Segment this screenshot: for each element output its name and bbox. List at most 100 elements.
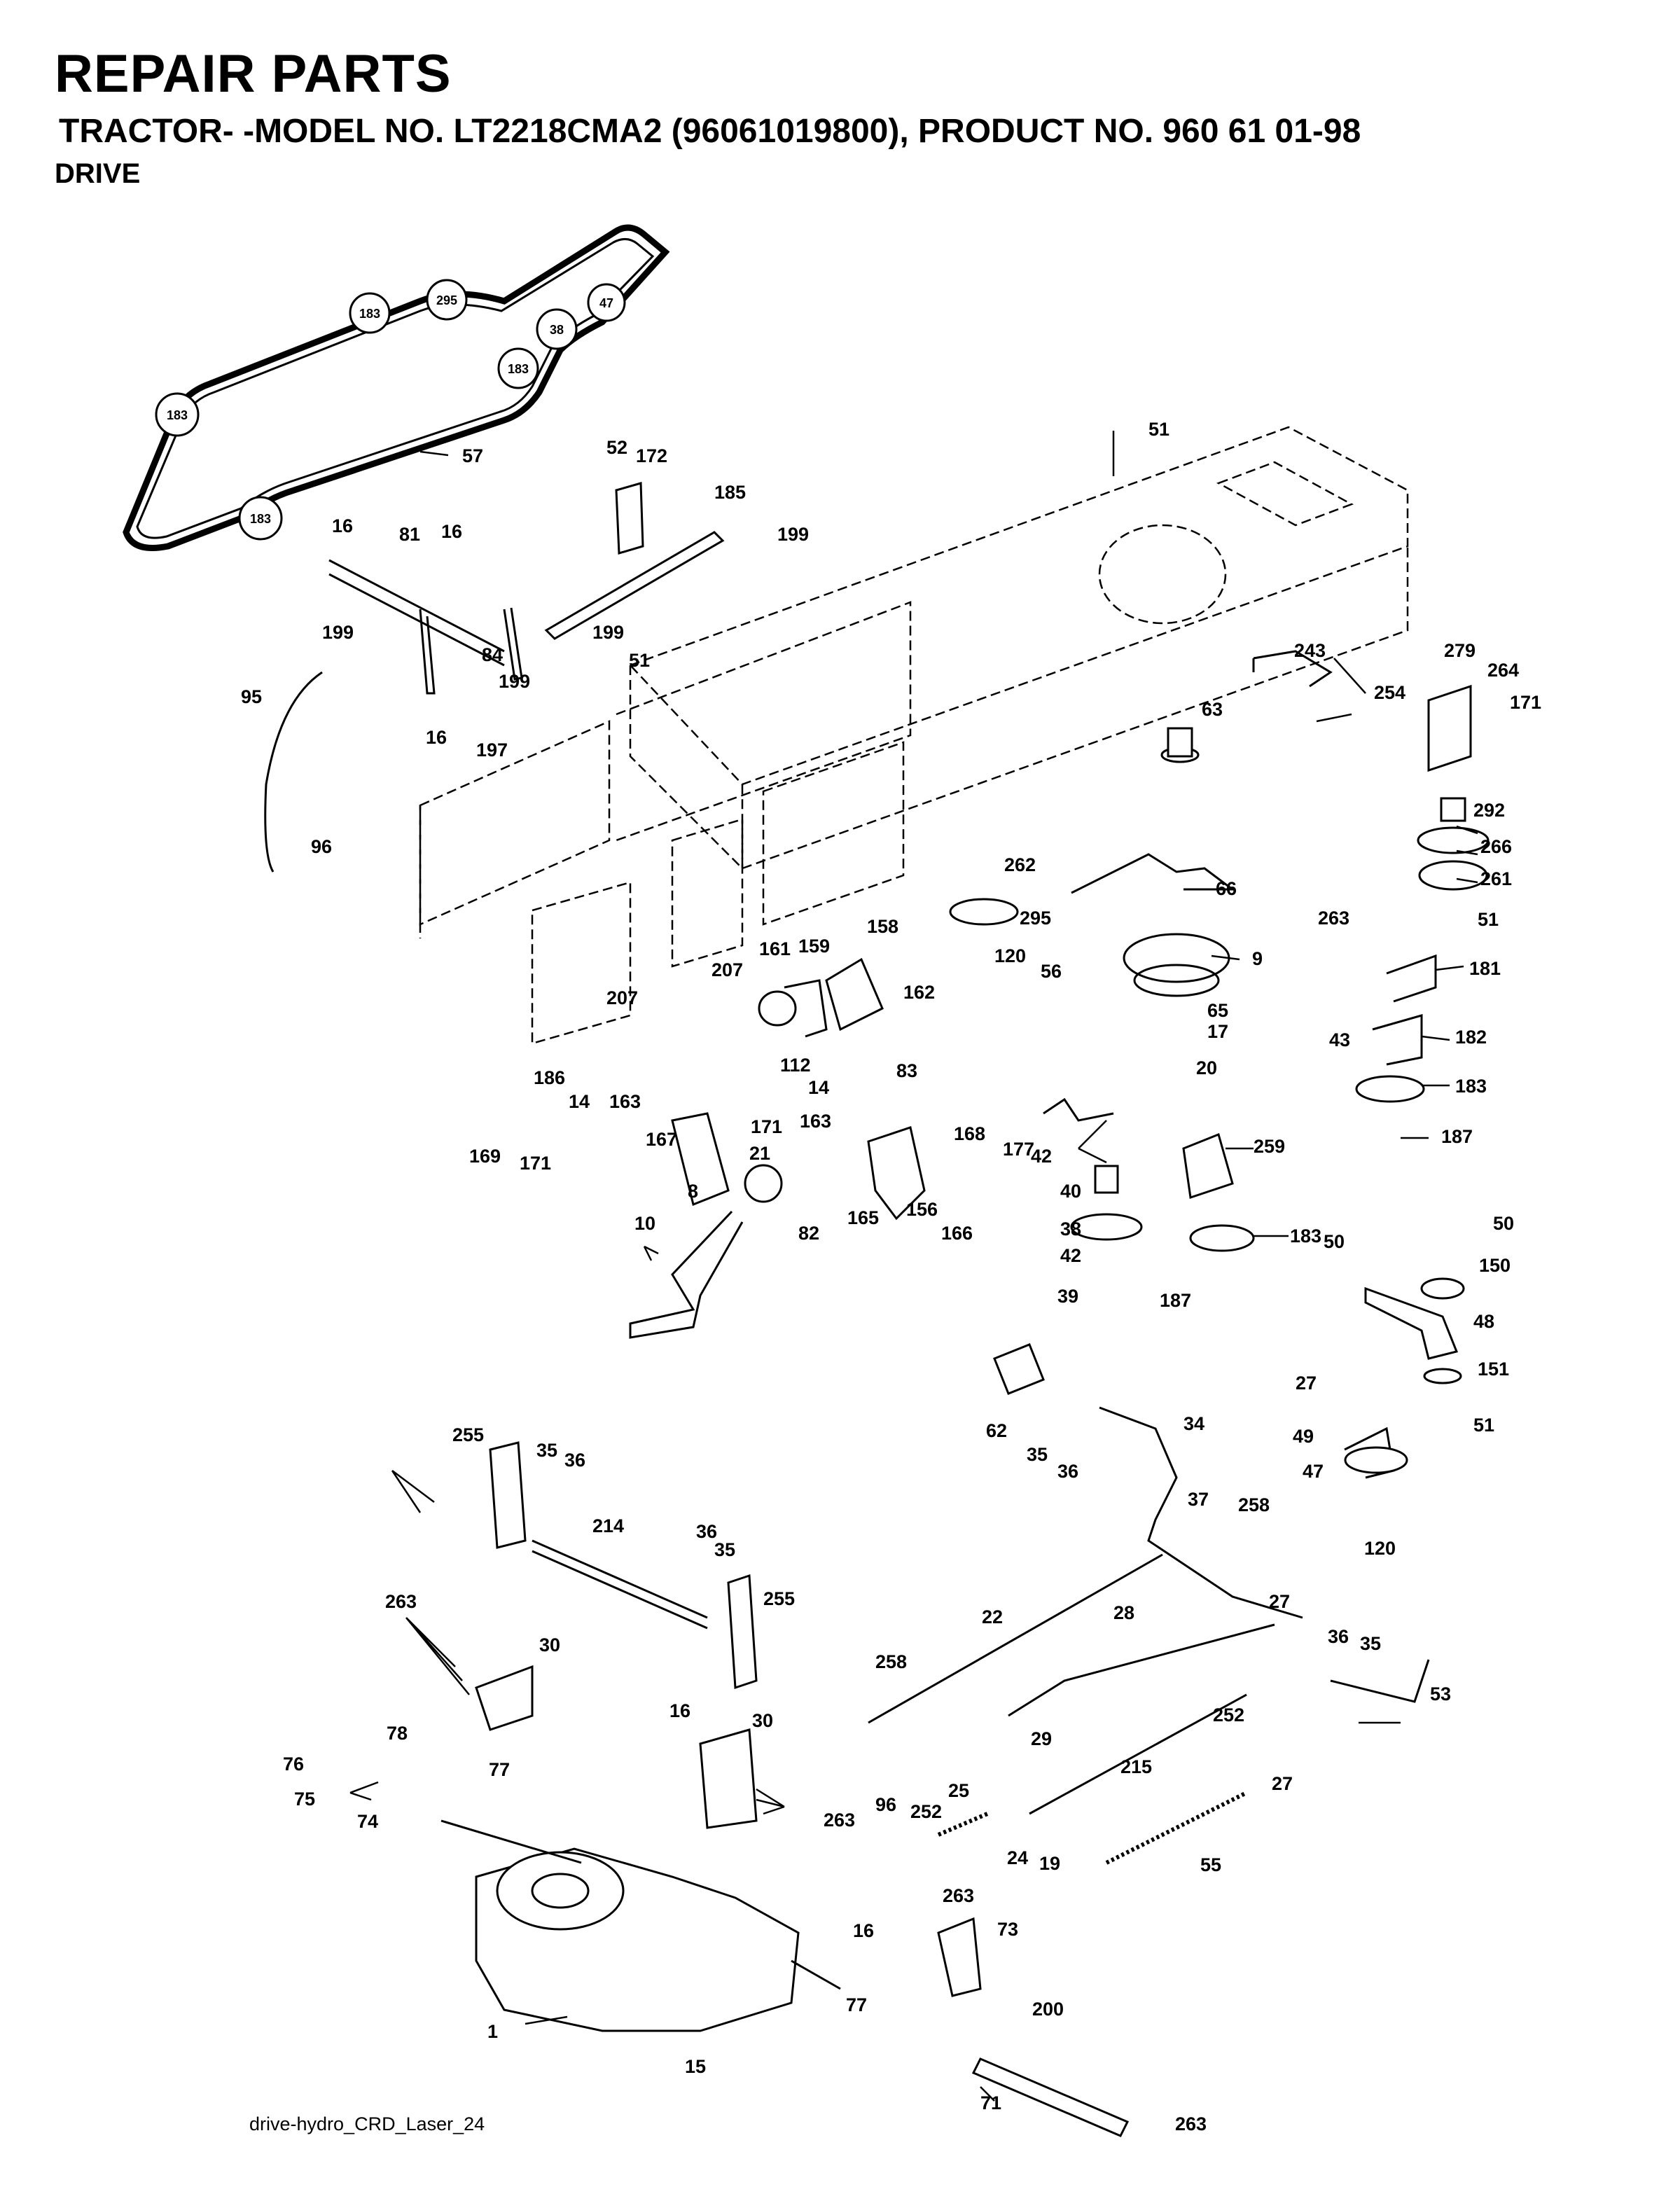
callout-258: 258 (875, 1651, 907, 1672)
callout-215: 215 (1120, 1756, 1152, 1777)
callout-51: 51 (1148, 419, 1169, 440)
section-title: DRIVE (55, 158, 141, 189)
callout-120: 120 (1364, 1538, 1396, 1559)
callout-27: 27 (1269, 1591, 1290, 1612)
callout-252: 252 (1213, 1704, 1244, 1726)
callout-35: 35 (1027, 1444, 1048, 1465)
callout-35: 35 (1360, 1633, 1381, 1654)
callout-74: 74 (357, 1811, 378, 1832)
belt-pulley-183-b: 183 (497, 347, 539, 389)
callout-16: 16 (426, 727, 447, 748)
callout-159: 159 (798, 936, 830, 957)
callout-43: 43 (1329, 1029, 1350, 1050)
tractor-frame (419, 426, 1409, 1045)
belt-pulley-295: 295 (426, 279, 468, 321)
leader-lines (349, 431, 1478, 2102)
callout-279: 279 (1444, 640, 1476, 661)
callout-42: 42 (1031, 1146, 1052, 1167)
callout-21: 21 (749, 1143, 770, 1164)
belt-label: 38 (550, 323, 564, 337)
callout-30: 30 (752, 1710, 773, 1731)
callout-27: 27 (1272, 1773, 1293, 1794)
callout-95: 95 (241, 686, 262, 707)
belt-label: 183 (508, 362, 529, 376)
callout-75: 75 (294, 1789, 315, 1810)
callout-83: 83 (896, 1060, 917, 1081)
callout-243: 243 (1294, 640, 1326, 661)
callout-214: 214 (592, 1515, 624, 1536)
callout-77: 77 (489, 1759, 510, 1780)
callout-120: 120 (994, 945, 1026, 966)
callout-292: 292 (1473, 800, 1505, 821)
belt-pulley-183-d: 183 (238, 496, 283, 541)
parts-linework (264, 482, 1490, 2137)
callout-96: 96 (875, 1794, 896, 1815)
part-callouts: 57 52 172 185 199 16 81 16 199 199 84 51… (241, 419, 1541, 2134)
callout-207: 207 (606, 987, 638, 1008)
callout-36: 36 (1057, 1461, 1078, 1482)
callout-255: 255 (452, 1424, 484, 1445)
callout-37: 37 (1188, 1489, 1209, 1510)
callout-254: 254 (1374, 682, 1405, 703)
callout-112: 112 (780, 1055, 811, 1076)
callout-171: 171 (751, 1116, 782, 1137)
callout-187: 187 (1441, 1126, 1473, 1147)
callout-167: 167 (646, 1129, 677, 1150)
model-subtitle: TRACTOR- -MODEL NO. LT2218CMA2 (96061019… (59, 113, 1361, 150)
callout-35: 35 (714, 1539, 735, 1560)
callout-48: 48 (1473, 1311, 1494, 1332)
callout-24: 24 (1007, 1847, 1028, 1868)
belt-label: 183 (167, 408, 188, 422)
callout-78: 78 (387, 1723, 408, 1744)
callout-199: 199 (592, 622, 624, 643)
callout-166: 166 (941, 1223, 973, 1244)
callout-50: 50 (1493, 1213, 1514, 1234)
callout-262: 262 (1004, 854, 1036, 875)
callout-252: 252 (910, 1801, 942, 1822)
callout-199: 199 (322, 622, 354, 643)
callout-76: 76 (283, 1754, 304, 1775)
callout-39: 39 (1057, 1286, 1078, 1307)
callout-63: 63 (1202, 699, 1223, 720)
callout-15: 15 (685, 2056, 706, 2077)
callout-49: 49 (1293, 1426, 1314, 1447)
belt-pulley-183-a: 183 (349, 292, 391, 334)
callout-56: 56 (1041, 961, 1062, 982)
callout-199: 199 (499, 671, 530, 692)
callout-27: 27 (1296, 1373, 1317, 1394)
belt-pulley-47: 47 (587, 283, 626, 322)
callout-186: 186 (534, 1067, 565, 1088)
callout-263: 263 (385, 1591, 417, 1612)
callout-259: 259 (1254, 1136, 1285, 1157)
callout-9: 9 (1252, 948, 1263, 969)
callout-181: 181 (1469, 958, 1501, 979)
callout-25: 25 (948, 1780, 969, 1801)
callout-53: 53 (1430, 1683, 1451, 1704)
callout-42: 42 (1060, 1245, 1081, 1266)
callout-150: 150 (1479, 1255, 1511, 1276)
callout-263: 263 (1175, 2113, 1207, 2134)
callout-16: 16 (853, 1920, 874, 1941)
callout-17: 17 (1207, 1021, 1228, 1042)
callout-264: 264 (1487, 660, 1519, 681)
callout-187: 187 (1160, 1290, 1191, 1311)
callout-62: 62 (986, 1420, 1007, 1441)
callout-263: 263 (1318, 908, 1349, 929)
callout-82: 82 (798, 1223, 819, 1244)
callout-57: 57 (462, 445, 483, 466)
callout-10: 10 (634, 1213, 655, 1234)
callout-14: 14 (569, 1091, 590, 1112)
callout-22: 22 (982, 1606, 1003, 1627)
callout-168: 168 (954, 1123, 985, 1144)
callout-169: 169 (469, 1146, 501, 1167)
callout-34: 34 (1183, 1413, 1205, 1434)
callout-165: 165 (847, 1207, 879, 1228)
callout-171: 171 (520, 1153, 551, 1174)
belt-pulley-183-c: 183 (155, 392, 200, 437)
callout-55: 55 (1200, 1854, 1221, 1875)
page-title: REPAIR PARTS (55, 44, 452, 104)
belt-pulley-38: 38 (536, 308, 578, 350)
callout-182: 182 (1455, 1027, 1487, 1048)
callout-51: 51 (1478, 909, 1499, 930)
callout-171: 171 (1510, 692, 1541, 713)
